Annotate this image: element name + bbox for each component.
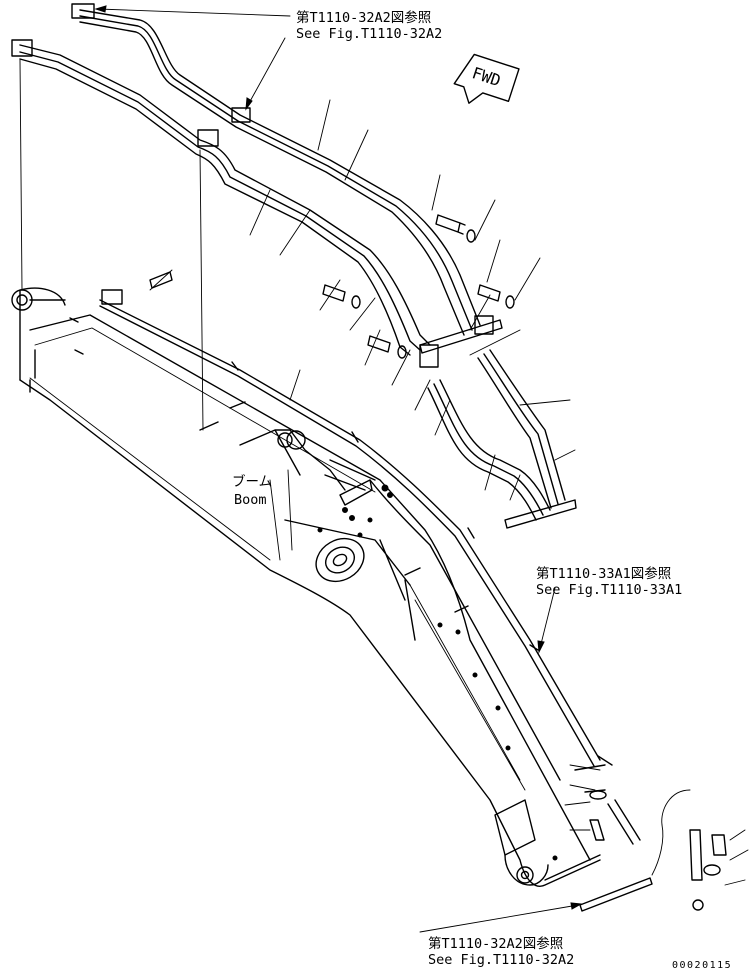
hydraulic-lines <box>11 3 613 767</box>
reference-top-jp: 第T1110-32A2図参照 <box>296 9 431 26</box>
reference-middle: 第T1110-33A1図参照 See Fig.T1110-33A1 <box>536 565 682 598</box>
reference-top: 第T1110-32A2図参照 See Fig.T1110-32A2 <box>296 9 442 42</box>
reference-middle-en: See Fig.T1110-33A1 <box>536 582 682 598</box>
drawing-number: 00020115 <box>672 960 732 971</box>
boom-label: ブーム Boom <box>232 473 272 508</box>
reference-bottom-jp: 第T1110-32A2図参照 <box>428 935 563 952</box>
fwd-label: FWD <box>470 63 503 90</box>
boom-label-en: Boom <box>234 492 267 508</box>
leader-lines <box>94 5 749 933</box>
reference-bottom: 第T1110-32A2図参照 See Fig.T1110-32A2 <box>428 935 574 968</box>
boom-fasteners <box>317 484 558 861</box>
boom-label-jp: ブーム <box>232 473 272 490</box>
forward-direction-arrow: FWD <box>453 53 520 104</box>
boom-structure <box>11 287 601 887</box>
reference-middle-jp: 第T1110-33A1図参照 <box>536 565 671 582</box>
reference-top-en: See Fig.T1110-32A2 <box>296 26 442 42</box>
reference-bottom-en: See Fig.T1110-32A2 <box>428 952 574 968</box>
loose-fasteners <box>149 214 727 912</box>
